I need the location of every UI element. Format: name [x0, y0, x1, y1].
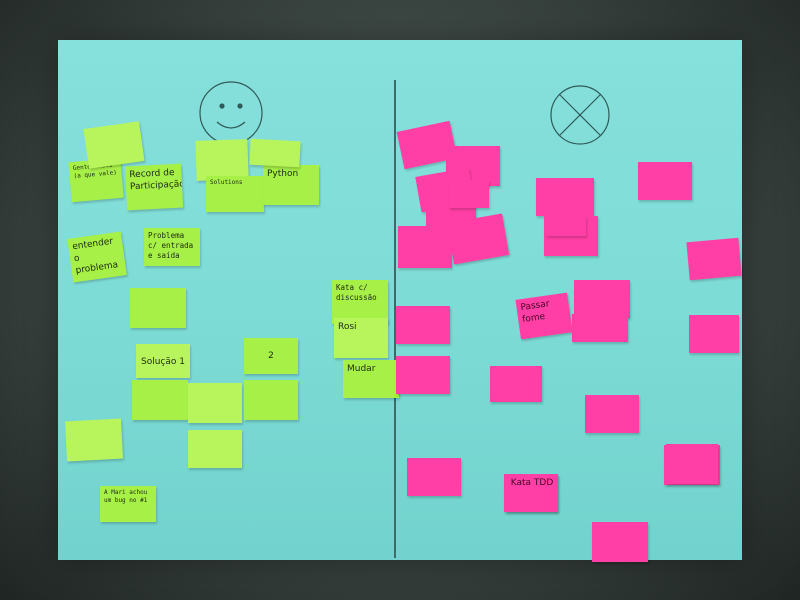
green-note: Record de Participação — [124, 163, 184, 211]
projection-board: Gente 'nova' (a que vale) Record de Part… — [58, 40, 742, 562]
green-note — [244, 380, 298, 420]
green-note: Mudar — [343, 360, 399, 398]
pink-note — [686, 237, 742, 281]
pink-note — [396, 356, 450, 394]
green-note: entender o problema — [67, 231, 127, 283]
pink-note — [666, 444, 718, 484]
green-note — [132, 380, 188, 420]
pink-note: Passar fome — [515, 292, 573, 340]
pink-note — [638, 162, 692, 200]
green-note: Problema c/ entrada e saída — [144, 228, 200, 266]
pink-note — [407, 458, 461, 496]
green-note — [64, 418, 124, 462]
pink-note — [396, 306, 450, 344]
green-note: Python — [263, 165, 319, 205]
pink-note — [536, 178, 594, 216]
x-circle-icon — [550, 85, 610, 145]
green-note — [188, 383, 242, 423]
pink-note — [546, 216, 586, 236]
green-note — [188, 430, 242, 468]
green-note: 2 — [244, 338, 298, 374]
smiley-face-icon — [199, 81, 263, 145]
green-note: Rosi — [334, 318, 388, 358]
green-note: Solução 1 — [136, 344, 190, 378]
green-note — [195, 139, 249, 181]
column-divider — [394, 80, 396, 558]
pink-note — [689, 315, 739, 353]
green-note — [249, 138, 301, 168]
green-note: A Mari achou um bug no #1 — [100, 486, 156, 522]
pink-note — [574, 280, 630, 318]
green-note — [130, 288, 186, 328]
pink-note — [592, 522, 648, 562]
pink-note — [585, 395, 639, 433]
green-note: Solutions — [206, 176, 264, 212]
pink-note — [446, 213, 510, 265]
pink-note — [398, 226, 452, 268]
green-note — [83, 121, 145, 169]
pink-note: Kata TDD — [506, 474, 558, 512]
pink-note — [572, 314, 628, 342]
pink-note — [449, 180, 489, 208]
pink-note — [490, 366, 542, 402]
green-note: Kata c/ discussão — [332, 280, 388, 324]
